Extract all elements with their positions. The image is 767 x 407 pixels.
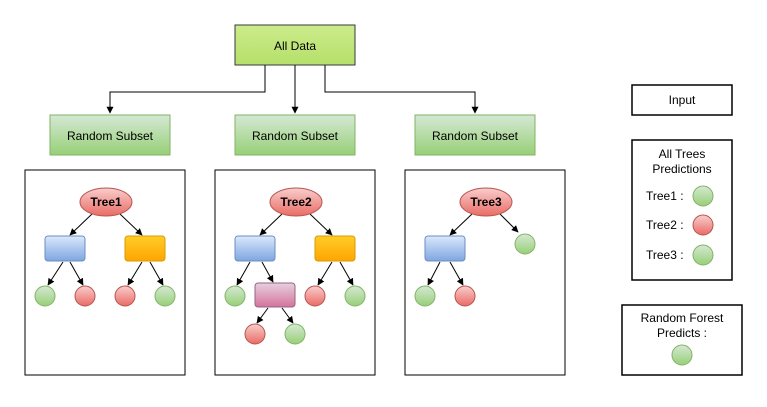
tree3-leaf-green: [514, 233, 536, 255]
tree2-edges: [236, 213, 354, 324]
tree2-leaf-red: [304, 285, 326, 307]
tree2-panel: Tree2: [214, 169, 376, 376]
tree1-leaf-red: [74, 285, 96, 307]
tree1-split-node-left: [44, 235, 86, 262]
tree2-label: Tree2: [280, 195, 312, 209]
tree2-leaf-green: [284, 323, 306, 345]
input-box: Input: [631, 84, 733, 116]
tree1-split-node-right: [124, 235, 166, 262]
tree3-label: Tree3: [470, 195, 502, 209]
input-label: Input: [669, 93, 696, 107]
tree2-root-node: [269, 187, 323, 217]
prediction-row-tree3-label: Tree3 :: [646, 248, 684, 262]
random-subset-1-label: Random Subset: [67, 129, 154, 143]
tree3-panel: Tree3: [404, 169, 566, 376]
tree2-leaf-green: [344, 285, 366, 307]
random-subset-3-label: Random Subset: [432, 129, 519, 143]
prediction-tree2-result: [692, 214, 714, 236]
forest-title-line1: Random Forest: [641, 311, 724, 325]
tree1-leaf-green: [34, 285, 56, 307]
all-data-node: All Data: [234, 24, 356, 66]
random-subset-1: Random Subset: [49, 114, 171, 156]
tree2-leaf-green: [224, 285, 246, 307]
prediction-row-tree1-label: Tree1 :: [646, 189, 684, 203]
tree1-leaf-green: [154, 285, 176, 307]
tree2-split-node-deep: [254, 282, 296, 308]
tree1-panel: Tree1: [24, 169, 186, 376]
tree1-label: Tree1: [90, 195, 122, 209]
tree1-edges: [47, 213, 164, 286]
tree2-split-node-left: [234, 235, 276, 262]
tree3-root-node: [459, 187, 513, 217]
predictions-title-line2: Predictions: [652, 162, 711, 176]
tree3-leaf-green: [414, 285, 436, 307]
predictions-title-line1: All Trees: [659, 147, 706, 161]
tree2-split-node-right: [314, 235, 356, 262]
tree1-leaf-red: [114, 285, 136, 307]
forest-title-line2: Predicts :: [657, 326, 707, 340]
prediction-tree1-result: [692, 185, 714, 207]
random-forest-panel: Random Forest Predicts :: [621, 304, 743, 376]
prediction-tree3-result: [692, 244, 714, 266]
tree1-root-node: [79, 187, 133, 217]
random-subset-3: Random Subset: [414, 114, 536, 156]
tree3-split-node-left: [424, 235, 466, 262]
tree3-edges: [427, 213, 519, 286]
root-connectors: [106, 65, 479, 114]
random-subset-2-label: Random Subset: [252, 129, 339, 143]
random-subset-2: Random Subset: [234, 114, 356, 156]
tree2-leaf-red: [244, 323, 266, 345]
all-data-label: All Data: [274, 39, 316, 53]
prediction-row-tree2-label: Tree2 :: [646, 218, 684, 232]
tree3-leaf-red: [454, 285, 476, 307]
forest-result: [671, 344, 693, 366]
predictions-panel: All Trees Predictions Tree1 : Tree2 : Tr…: [631, 139, 733, 281]
